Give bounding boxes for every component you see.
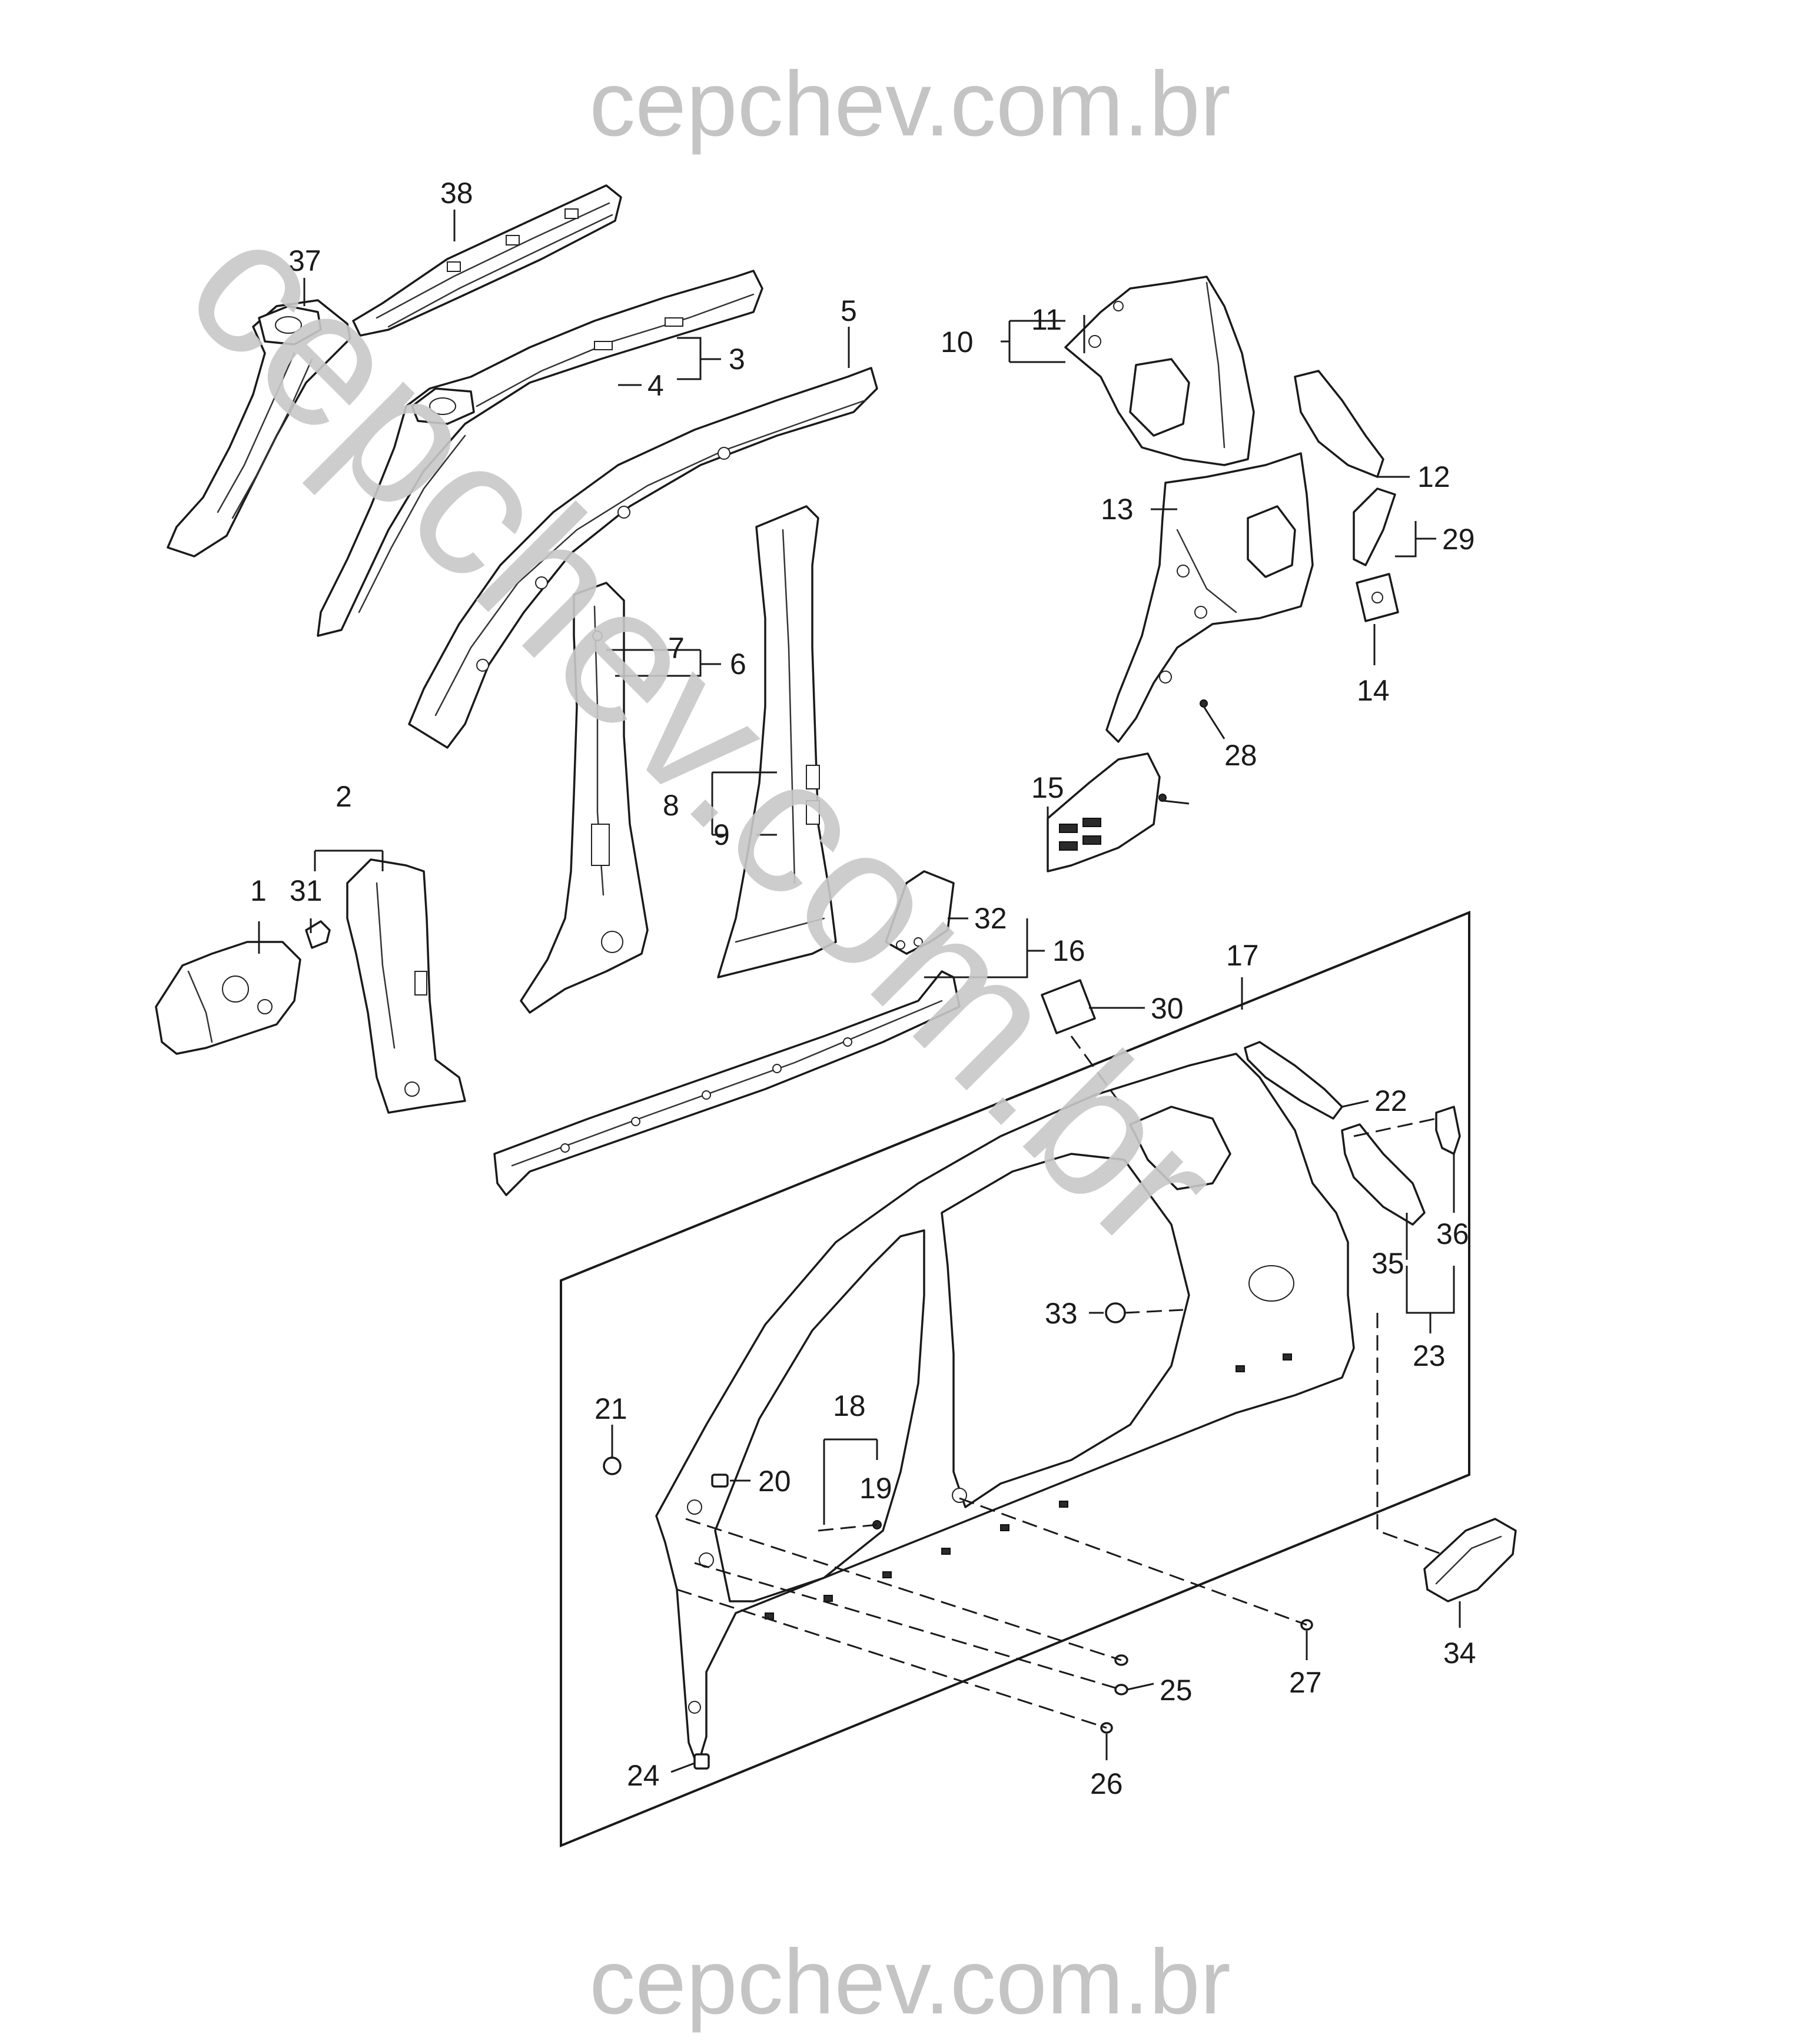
part-31-bracket [305, 920, 331, 949]
callout-15: 15 [1031, 771, 1064, 804]
callout-29: 29 [1442, 523, 1475, 556]
part-35-reinforcement [1341, 1123, 1426, 1226]
part-6-b-pillar-inner [520, 582, 649, 1014]
callout-35: 35 [1371, 1247, 1404, 1280]
callout-labels: 38 37 3 4 5 7 6 8 9 2 1 31 32 16 30 17 1… [250, 177, 1476, 1800]
callout-4: 4 [647, 369, 664, 402]
part-5-roof-rail-inner [408, 367, 878, 749]
callout-17: 17 [1226, 939, 1259, 972]
callout-16: 16 [1052, 934, 1085, 967]
watermark-bottom: cepchev.com.br [589, 1931, 1231, 2033]
callout-12: 12 [1417, 460, 1450, 493]
part-25-plug [1114, 1654, 1128, 1695]
callout-24: 24 [627, 1759, 660, 1792]
callout-25: 25 [1160, 1674, 1193, 1707]
callout-10: 10 [941, 326, 974, 359]
callout-32: 32 [974, 902, 1007, 935]
callout-20: 20 [758, 1465, 791, 1498]
callout-3: 3 [729, 343, 745, 376]
part-12-quarter-bracket [1294, 370, 1384, 478]
callout-8: 8 [663, 789, 679, 822]
locator-lines [676, 1036, 1443, 1729]
callout-38: 38 [440, 177, 473, 210]
part-20-clip [711, 1474, 729, 1488]
callout-2: 2 [336, 780, 352, 813]
part-37-front-pillar-upper [167, 299, 351, 558]
part-22-bracket [1244, 1041, 1343, 1120]
callout-13: 13 [1101, 493, 1134, 526]
part-10-quarter-inner-upper [1064, 276, 1255, 466]
part-3-roof-side-rail [317, 270, 763, 637]
callout-18: 18 [833, 1389, 866, 1422]
callout-7: 7 [668, 632, 685, 665]
callout-11: 11 [1031, 303, 1062, 336]
callout-28: 28 [1224, 739, 1257, 772]
part-28-fastener [1158, 699, 1208, 802]
part-24-clip [693, 1753, 710, 1770]
part-17-frame [560, 911, 1470, 1847]
part-16-rocker-panel [493, 970, 961, 1196]
callout-5: 5 [841, 294, 857, 327]
watermark-top: cepchev.com.br [589, 53, 1231, 155]
part-17-bodyside-outer [655, 1053, 1355, 1767]
part-30-label [1041, 979, 1096, 1034]
part-21-clip [603, 1456, 622, 1475]
part-2-hinge-pillar [346, 858, 466, 1114]
part-33-grommet [1105, 1302, 1126, 1323]
part-1-front-wheelhouse-bracket [155, 941, 301, 1055]
callout-9: 9 [713, 818, 730, 851]
leader-lines [258, 210, 1461, 1773]
part-34-fuel-door [1423, 1518, 1517, 1602]
callout-19: 19 [859, 1472, 892, 1505]
callout-33: 33 [1045, 1297, 1078, 1330]
callout-21: 21 [595, 1392, 627, 1425]
part-15-wheelhouse-outer-lower [1047, 752, 1161, 872]
callout-37: 37 [288, 244, 321, 277]
part-13-wheelhouse-inner [1105, 452, 1314, 743]
callout-30: 30 [1151, 992, 1184, 1025]
callout-14: 14 [1357, 674, 1390, 707]
callout-22: 22 [1374, 1084, 1407, 1117]
callout-27: 27 [1289, 1666, 1322, 1699]
part-29-bracket [1353, 487, 1396, 566]
callout-34: 34 [1443, 1637, 1476, 1670]
part-14-bracket [1356, 573, 1399, 622]
callout-36: 36 [1436, 1217, 1469, 1250]
part-38-roof-rail-reinforcement [352, 184, 622, 337]
callout-31: 31 [290, 874, 323, 907]
callout-1: 1 [250, 874, 267, 907]
callout-26: 26 [1090, 1767, 1123, 1800]
part-8-b-pillar-reinforcement [717, 505, 837, 978]
part-36-bracket [1435, 1106, 1461, 1155]
callout-6: 6 [730, 648, 746, 681]
part-32-rocker-reinforcement [885, 870, 955, 955]
callout-23: 23 [1413, 1339, 1446, 1372]
